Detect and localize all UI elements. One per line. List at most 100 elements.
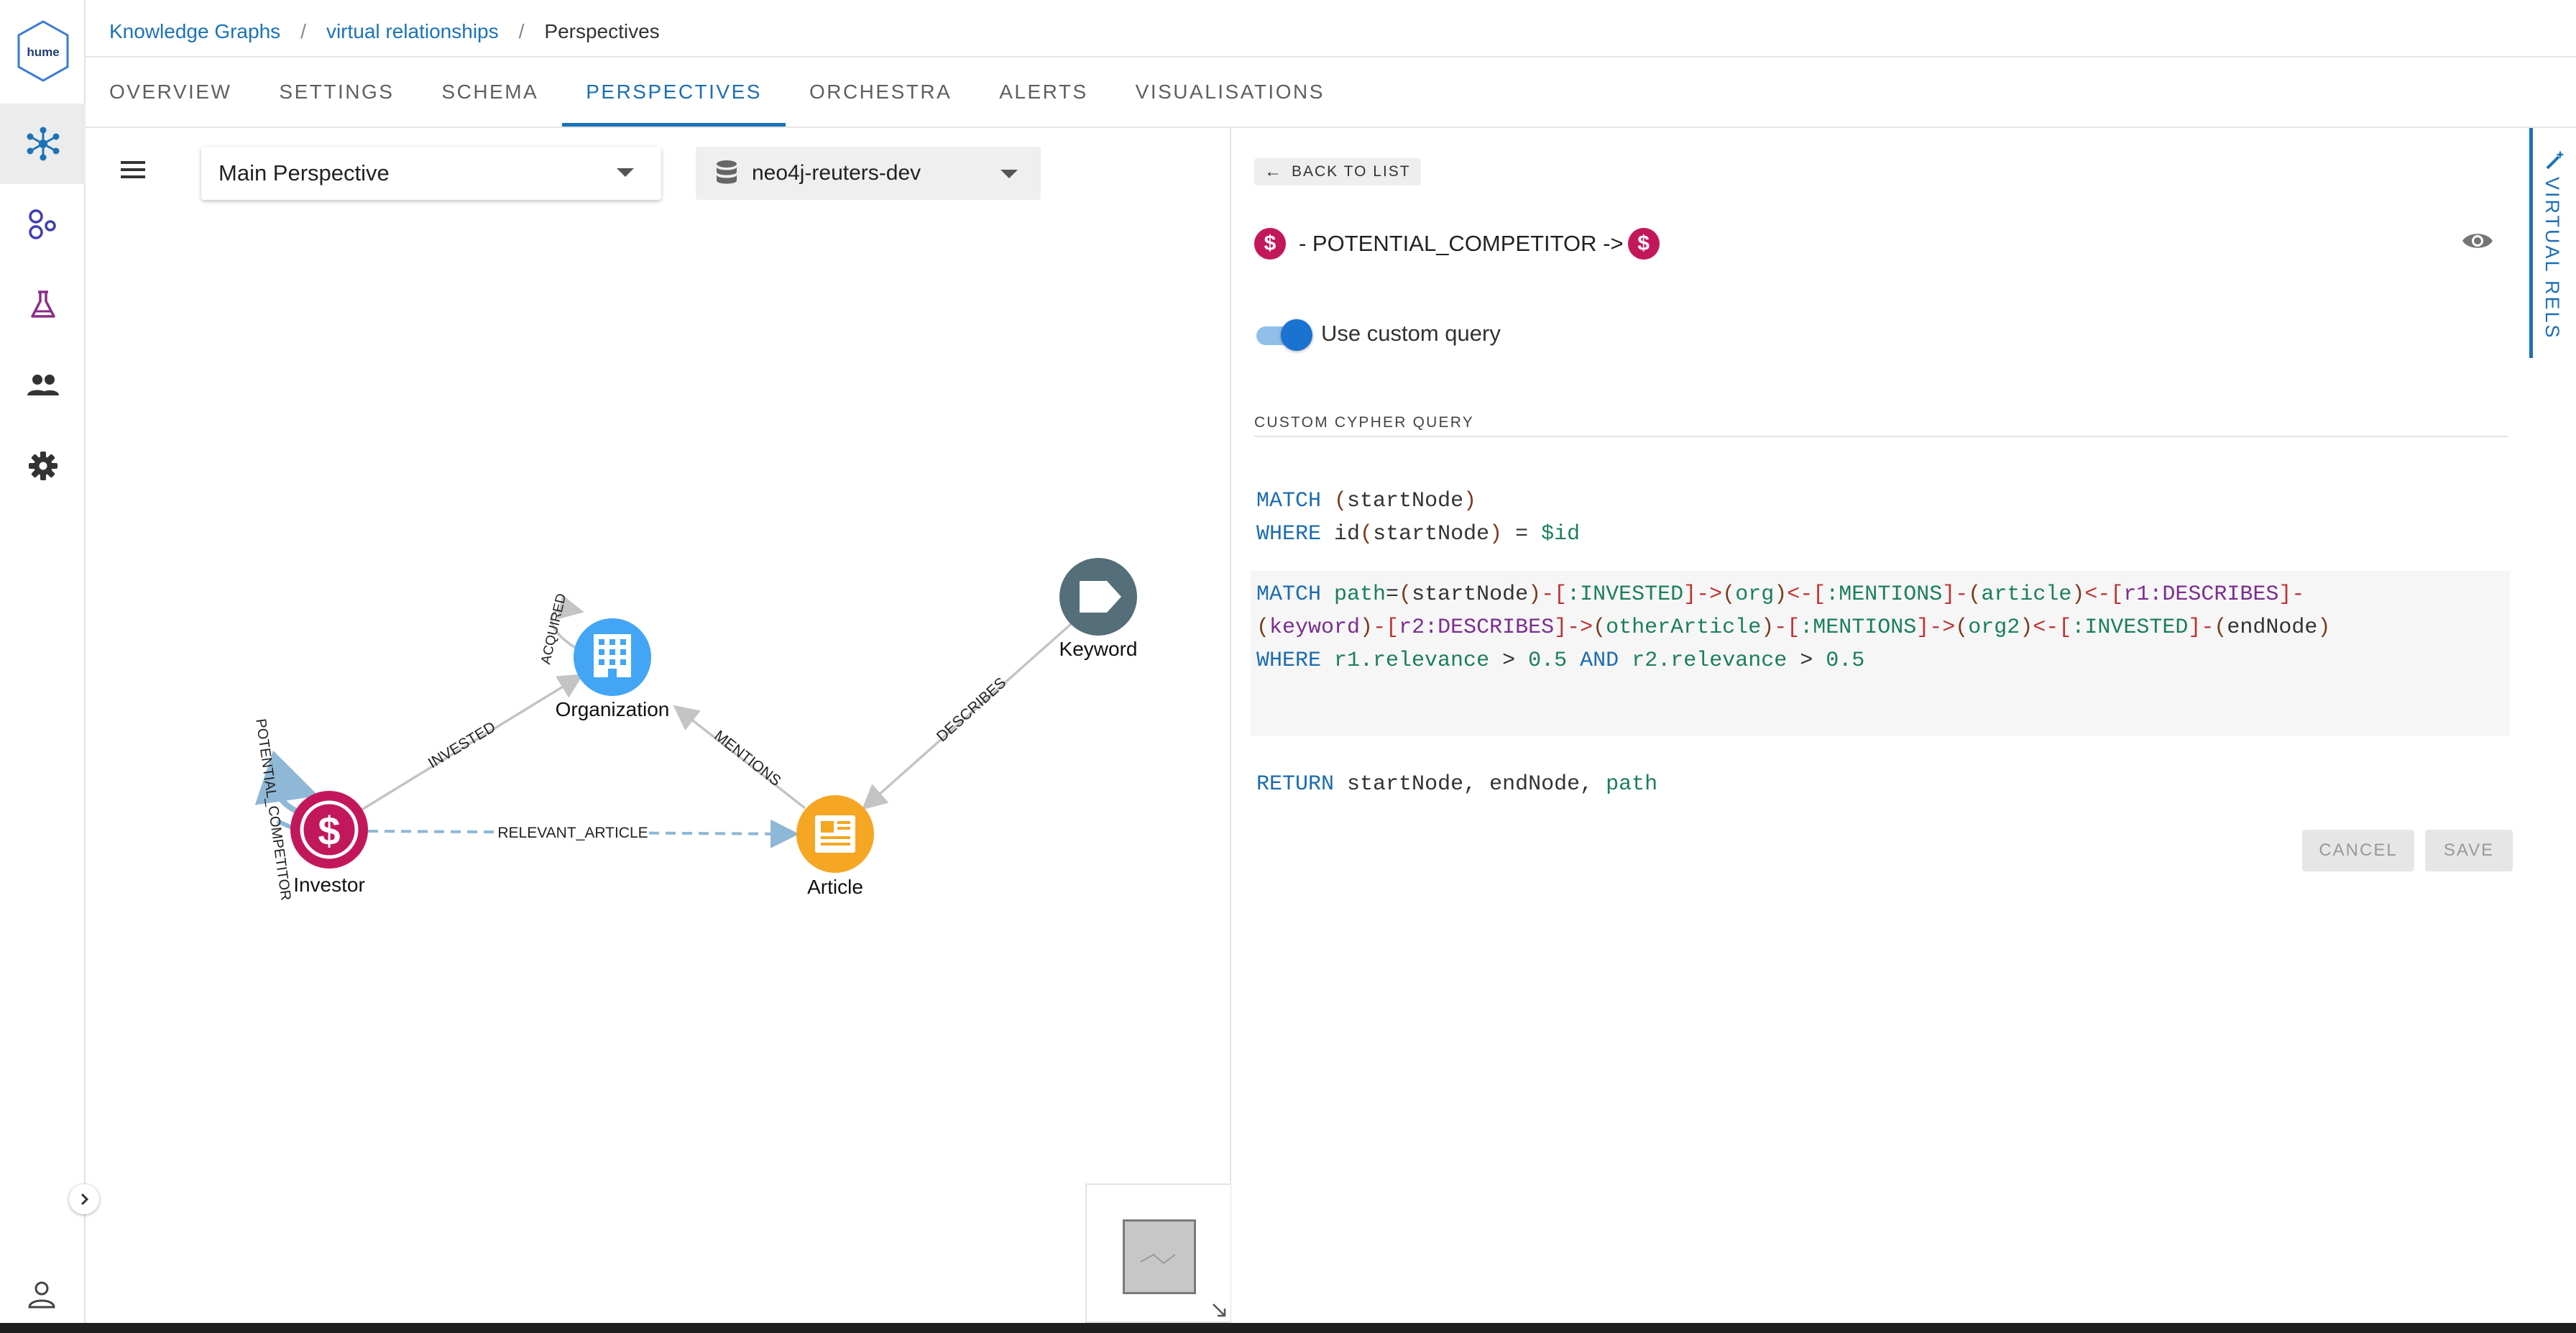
query-prefix-readonly: MATCH (startNode) WHERE id(startNode) = $…: [1256, 485, 1580, 551]
edge-relevant-article[interactable]: [367, 819, 799, 848]
database-select-value: neo4j-reuters-dev: [752, 161, 921, 185]
node-organization[interactable]: [574, 618, 651, 696]
query-line-5: WHERE r1.relevance > 0.5 AND r2.relevanc…: [1256, 649, 1865, 673]
nav-labs[interactable]: [0, 265, 86, 345]
nav-knowledge-graphs[interactable]: [0, 104, 86, 184]
newspaper-icon: [815, 815, 855, 853]
query-line-3: MATCH path=(startNode)-[:INVESTED]->(org…: [1256, 582, 2305, 607]
query-divider: [1254, 436, 2508, 437]
minimap-resize-icon[interactable]: [1210, 1301, 1228, 1319]
people-icon: [27, 375, 59, 395]
database-icon: [717, 160, 737, 184]
label-tag-icon: [1080, 581, 1121, 613]
tab-overview[interactable]: OVERVIEW: [109, 81, 232, 103]
virtual-rels-side-tab[interactable]: VIRTUAL RELS: [2529, 128, 2576, 358]
tab-perspectives[interactable]: PERSPECTIVES: [562, 58, 786, 127]
node-label-keyword: Keyword: [1059, 638, 1138, 660]
chevron-right-icon: [80, 1193, 89, 1206]
toggle-knob: [1281, 319, 1312, 351]
hume-logo-icon[interactable]: hume: [14, 19, 72, 83]
tab-visualisations[interactable]: VISUALISATIONS: [1135, 81, 1325, 103]
magic-wand-icon: [2546, 150, 2564, 170]
nav-users[interactable]: [0, 345, 86, 426]
query-suffix-readonly: RETURN startNode, endNode, path: [1256, 768, 1657, 801]
edge-label-relevant-article-bg: [497, 821, 648, 843]
edge-label-describes: DESCRIBES: [934, 674, 1010, 745]
breadcrumb-current-page: Perspectives: [544, 20, 660, 42]
edge-label-mentions: MENTIONS: [711, 728, 784, 789]
virtual-rels-label: VIRTUAL RELS: [2542, 177, 2563, 340]
logo-text: hume: [27, 45, 59, 59]
custom-query-toggle-label: Use custom query: [1321, 321, 1501, 346]
window-bottom-edge: [0, 1323, 2576, 1333]
breadcrumb-virtual-relationships[interactable]: virtual relationships: [326, 20, 499, 42]
edge-label-invested: INVESTED: [426, 719, 499, 772]
tab-settings[interactable]: SETTINGS: [279, 81, 395, 103]
custom-query-toggle[interactable]: [1256, 319, 1314, 351]
eye-icon: [2462, 234, 2493, 248]
flask-icon: [30, 290, 55, 318]
perspective-select-value: Main Perspective: [218, 160, 390, 185]
main-tabs: OVERVIEW SETTINGS SCHEMA PERSPECTIVES OR…: [86, 58, 1348, 127]
nav-bubbles[interactable]: [0, 184, 86, 265]
custom-cypher-query-heading: CUSTOM CYPHER QUERY: [1254, 414, 1474, 431]
breadcrumb-knowledge-graphs[interactable]: Knowledge Graphs: [109, 20, 281, 42]
chevron-down-icon: [1000, 170, 1018, 178]
tab-schema[interactable]: SCHEMA: [441, 81, 539, 103]
dollar-icon: $: [318, 808, 340, 853]
chevron-down-icon: [617, 168, 634, 177]
edge-mentions[interactable]: [673, 705, 806, 810]
relationship-title: $ - POTENTIAL_COMPETITOR -> $: [1254, 224, 1660, 263]
edge-potential-competitor[interactable]: [254, 750, 319, 814]
tab-alerts[interactable]: ALERTS: [999, 81, 1088, 103]
tabs-divider: [86, 127, 2576, 128]
custom-query-editor[interactable]: MATCH path=(startNode)-[:INVESTED]->(org…: [1251, 571, 2510, 736]
node-label-article: Article: [807, 876, 863, 898]
node-keyword[interactable]: [1059, 558, 1137, 636]
graph-network-icon: [27, 127, 59, 161]
canvas-menu-button[interactable]: [119, 158, 148, 185]
edge-describes[interactable]: [861, 623, 1072, 810]
node-label-organization: Organization: [556, 698, 670, 720]
database-select[interactable]: neo4j-reuters-dev: [696, 147, 1041, 200]
visibility-toggle-button[interactable]: [2461, 230, 2494, 255]
breadcrumb: Knowledge Graphs / virtual relationships…: [109, 17, 660, 46]
dollar-icon: $: [1254, 228, 1286, 260]
minimap-viewport[interactable]: [1123, 1219, 1196, 1294]
node-article[interactable]: [796, 795, 874, 873]
gear-icon: [28, 452, 58, 480]
bubbles-icon: [28, 209, 56, 239]
user-account-button[interactable]: [25, 1278, 58, 1315]
nav-settings[interactable]: [0, 426, 86, 506]
save-button[interactable]: SAVE: [2425, 830, 2513, 871]
back-to-list-button[interactable]: ← BACK TO LIST: [1254, 158, 1421, 185]
node-label-investor: Investor: [293, 874, 365, 896]
cancel-button[interactable]: CANCEL: [2302, 830, 2414, 871]
query-line-6: RETURN startNode, endNode, path: [1256, 772, 1658, 797]
edge-label-relevant-article: RELEVANT_ARTICLE: [497, 825, 648, 841]
query-line-4: (keyword)-[r2:DESCRIBES]->(otherArticle)…: [1256, 615, 2331, 640]
edge-acquired[interactable]: [550, 595, 584, 652]
edge-invested[interactable]: [356, 674, 584, 814]
breadcrumb-separator: /: [518, 20, 525, 42]
arrow-left-icon: ←: [1264, 162, 1283, 181]
expand-sidebar-button[interactable]: [69, 1184, 99, 1214]
relationship-label: - POTENTIAL_COMPETITOR ->: [1299, 231, 1624, 256]
edge-label-acquired: ACQUIRED: [538, 592, 569, 666]
schema-canvas-pane: [86, 128, 1231, 1323]
left-navigation-rail: hume: [0, 0, 99, 1323]
canvas-minimap[interactable]: [1085, 1183, 1230, 1323]
dollar-icon: $: [1627, 228, 1660, 260]
schema-graph[interactable]: INVESTED ACQUIRED MENTIONS DESCRIBES REL…: [0, 0, 1230, 1323]
header-divider: [86, 56, 2576, 58]
query-line-1: MATCH (startNode): [1256, 489, 1477, 513]
tab-orchestra[interactable]: ORCHESTRA: [809, 81, 952, 103]
node-investor[interactable]: $: [290, 791, 368, 869]
perspective-select[interactable]: Main Perspective: [201, 147, 661, 200]
edge-label-potential-competitor: POTENTIAL_COMPETITOR: [252, 718, 293, 902]
breadcrumb-separator: /: [300, 20, 306, 42]
minimap-graph-preview: [1140, 1253, 1176, 1265]
user-icon: [28, 1281, 55, 1309]
query-line-2: WHERE id(startNode) = $id: [1256, 522, 1581, 546]
hamburger-menu-icon: [121, 161, 145, 178]
